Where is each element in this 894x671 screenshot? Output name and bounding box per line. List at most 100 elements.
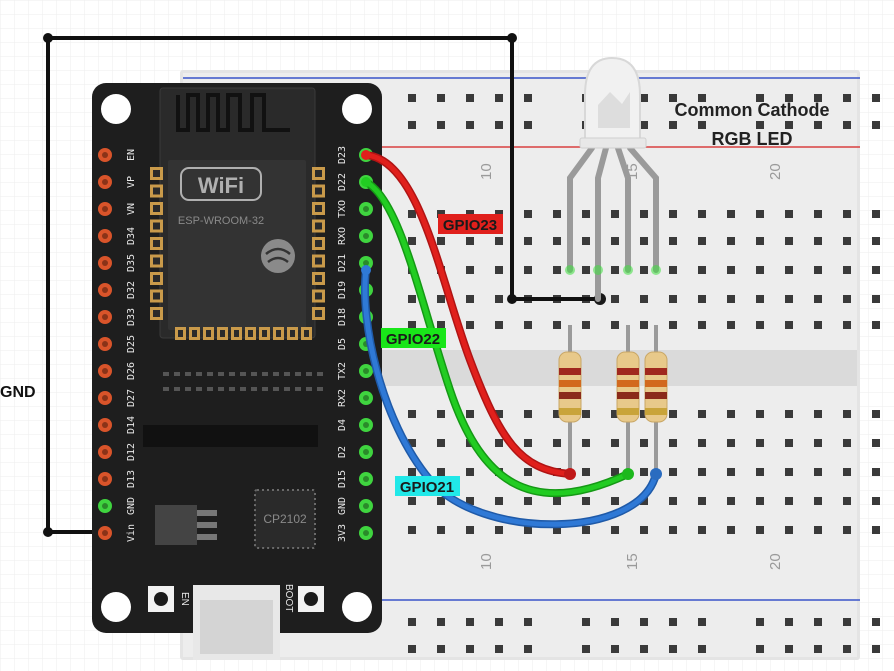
rail-hole xyxy=(611,645,619,653)
pin-label-d23: D23 xyxy=(337,146,348,164)
breadboard-hole xyxy=(727,237,735,245)
rgb-led xyxy=(579,56,647,149)
mount-hole-tr xyxy=(342,94,372,124)
antenna-trace xyxy=(176,93,290,132)
breadboard-hole xyxy=(408,526,416,534)
pin-label-txo: TXO xyxy=(337,200,348,218)
smd-pad xyxy=(185,387,191,391)
pin-label-d25: D25 xyxy=(126,335,137,353)
smd-pad xyxy=(229,372,235,376)
breadboard-hole xyxy=(843,439,851,447)
breadboard-hole xyxy=(785,497,793,505)
breadboard-hole xyxy=(785,321,793,329)
mount-hole-tl xyxy=(101,94,131,124)
pin-label-d34: D34 xyxy=(126,227,137,245)
breadboard-hole xyxy=(727,295,735,303)
breadboard-hole xyxy=(814,526,822,534)
breadboard-hole xyxy=(640,439,648,447)
rail-hole xyxy=(872,645,880,653)
smd-pad xyxy=(196,372,202,376)
breadboard-hole xyxy=(611,439,619,447)
breadboard-hole xyxy=(698,439,706,447)
rail-hole xyxy=(611,618,619,626)
wifi-logo: WiFi xyxy=(198,173,244,198)
rail-hole xyxy=(814,618,822,626)
breadboard-hole xyxy=(698,497,706,505)
rail-hole xyxy=(872,121,880,129)
led-title-line2: RGB LED xyxy=(712,129,793,149)
pin-label-en: EN xyxy=(126,149,137,161)
rail-hole xyxy=(466,121,474,129)
breadboard-hole xyxy=(524,210,532,218)
breadboard-hole xyxy=(466,468,474,476)
rail-hole xyxy=(843,121,851,129)
rail-hole xyxy=(640,618,648,626)
pin-label-d21: D21 xyxy=(337,254,348,272)
label-gpio22: GPIO22 xyxy=(381,328,446,348)
smd-pad xyxy=(284,372,290,376)
pin-label-rxo: RXO xyxy=(337,227,348,245)
smd-pad xyxy=(240,372,246,376)
rail-hole xyxy=(408,121,416,129)
rail-hole xyxy=(524,618,532,626)
breadboard-hole xyxy=(408,439,416,447)
breadboard-hole xyxy=(727,526,735,534)
breadboard-hole xyxy=(698,295,706,303)
rail-hole xyxy=(495,94,503,102)
breadboard-hole xyxy=(611,295,619,303)
breadboard-hole xyxy=(524,410,532,418)
label-gpio21: GPIO21 xyxy=(395,476,460,496)
pin-label-d26: D26 xyxy=(126,362,137,380)
breadboard-hole xyxy=(495,321,503,329)
breadboard-hole xyxy=(553,439,561,447)
pin-label-d2: D2 xyxy=(337,446,348,458)
breadboard-hole xyxy=(785,295,793,303)
breadboard-hole xyxy=(872,321,880,329)
label-gpio22-bg xyxy=(381,328,446,348)
breadboard-hole xyxy=(872,468,880,476)
breadboard-hole xyxy=(698,321,706,329)
col-number-top-10: 10 xyxy=(478,163,495,180)
breadboard-hole xyxy=(669,526,677,534)
pin-label-d35: D35 xyxy=(126,254,137,272)
pin-label-d27: D27 xyxy=(126,389,137,407)
breadboard-hole xyxy=(437,468,445,476)
label-gpio23-text: GPIO23 xyxy=(443,217,497,234)
rail-hole xyxy=(843,94,851,102)
rail-hole xyxy=(756,121,764,129)
breadboard-hole xyxy=(843,237,851,245)
smd-pad xyxy=(174,372,180,376)
rail-hole xyxy=(408,94,416,102)
breadboard-hole xyxy=(466,295,474,303)
rail-hole xyxy=(756,94,764,102)
breadboard-hole xyxy=(872,210,880,218)
col-number-bottom-20: 20 xyxy=(767,553,784,570)
breadboard-hole xyxy=(814,295,822,303)
breadboard-hole xyxy=(756,266,764,274)
rail-hole xyxy=(466,618,474,626)
breadboard-hole xyxy=(785,526,793,534)
rail-hole xyxy=(437,618,445,626)
label-gpio21-text: GPIO21 xyxy=(400,479,454,496)
breadboard-hole xyxy=(843,468,851,476)
breadboard-hole xyxy=(408,210,416,218)
breadboard-hole xyxy=(553,497,561,505)
breadboard-hole xyxy=(785,237,793,245)
smd-pad xyxy=(273,372,279,376)
breadboard-hole xyxy=(640,266,648,274)
smd-pad xyxy=(295,387,301,391)
breadboard-hole xyxy=(756,526,764,534)
smd-pad xyxy=(207,372,213,376)
col-number-bottom-15: 15 xyxy=(624,553,641,570)
rail-hole xyxy=(669,645,677,653)
rail-hole xyxy=(466,94,474,102)
breadboard-hole xyxy=(785,266,793,274)
breadboard-hole xyxy=(437,237,445,245)
breadboard-hole xyxy=(553,526,561,534)
rail-hole xyxy=(524,121,532,129)
pin-label-d15: D15 xyxy=(337,470,348,488)
rail-hole xyxy=(669,618,677,626)
espressif-logo xyxy=(261,239,295,273)
rail-hole xyxy=(640,645,648,653)
smd-pad xyxy=(229,387,235,391)
